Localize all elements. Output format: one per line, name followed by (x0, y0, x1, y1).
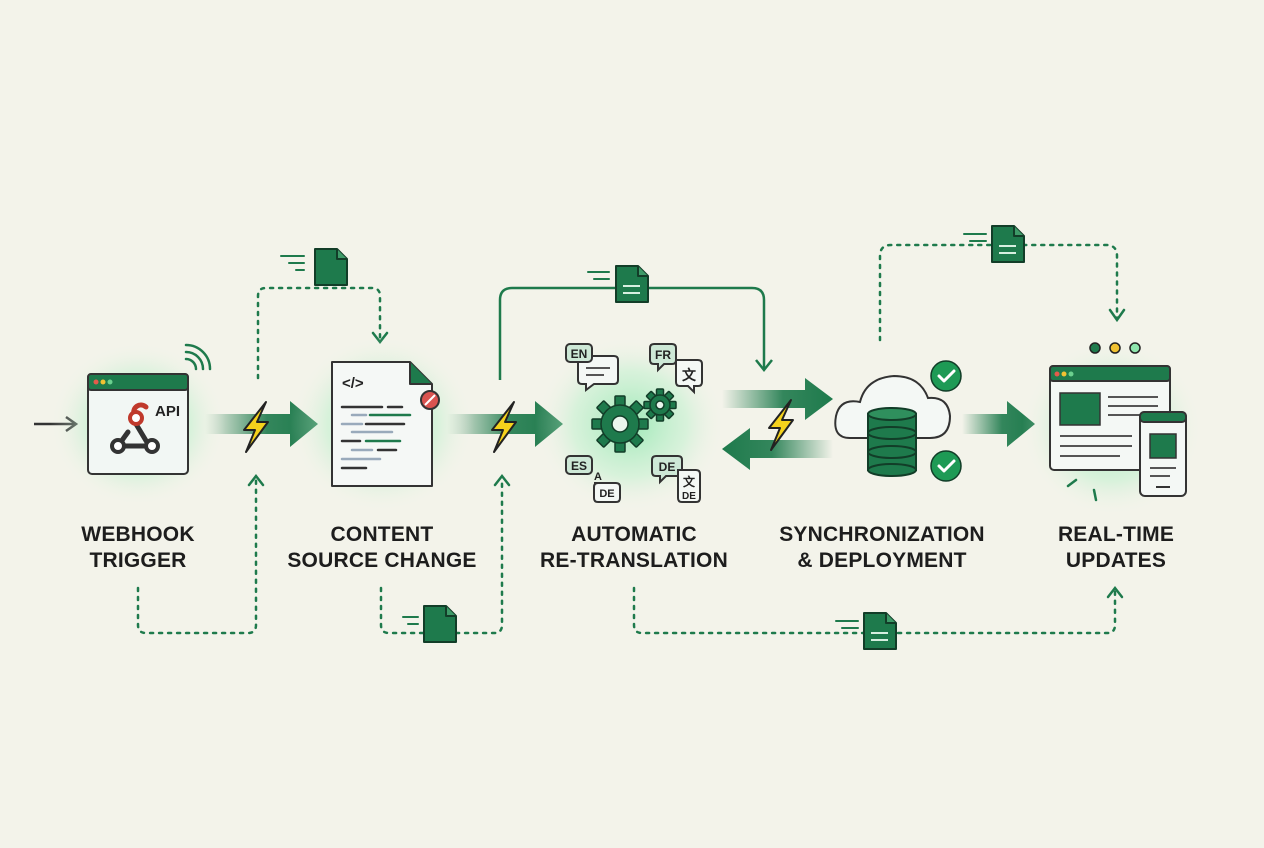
document-icon (835, 612, 897, 650)
flow-arrow-1 (205, 401, 318, 453)
code-tag: </> (342, 375, 364, 392)
lang-en-label: EN (571, 347, 588, 361)
step-label-line1: AUTOMATIC (571, 523, 697, 546)
error-badge-icon (420, 390, 440, 410)
language-bubble-icon: EN (565, 343, 619, 392)
lang-es-label: ES (571, 459, 587, 473)
checkmark-icon (930, 450, 962, 482)
lang-fr-label: FR (655, 348, 671, 362)
step-label-line1: REAL-TIME (1057, 523, 1175, 546)
flow-arrow-4 (962, 401, 1035, 447)
language-bubble-icon: ES A DE (565, 455, 621, 503)
step-label-line1: WEBHOOK (81, 523, 195, 546)
lang-de-glyph: 文 (683, 474, 696, 489)
flow-arrow-3-back (722, 428, 833, 470)
step-label-line2: RE-TRANSLATION (540, 549, 728, 572)
language-bubble-icon: DE 文 DE (651, 455, 701, 503)
step-label-content-source-change: CONTENT SOURCE CHANGE (262, 522, 502, 574)
lightning-bolt-icon (491, 401, 517, 453)
content-source-step: </> (290, 336, 474, 512)
lightning-bolt-icon (243, 401, 269, 453)
step-label-line2: UPDATES (1065, 549, 1167, 572)
step-label-line2: & DEPLOYMENT (797, 549, 967, 572)
status-dots (1089, 342, 1141, 354)
lang-de-de-label: DE (682, 491, 696, 502)
lang-fr-glyph: 文 (682, 367, 697, 383)
flow-arrow-3-forward (722, 378, 833, 420)
code-document-icon: </> (331, 361, 433, 487)
webhook-window-icon: API (87, 373, 189, 475)
mobile-phone-icon (1139, 411, 1187, 497)
lang-es-de-label: DE (599, 488, 614, 500)
checkmark-icon (930, 360, 962, 392)
step-label-line1: CONTENT (330, 523, 434, 546)
lang-de-label: DE (659, 460, 676, 474)
cloud-database-icon (834, 374, 952, 477)
realtime-step (1022, 340, 1202, 516)
document-icon (402, 605, 457, 643)
step-label-synchronization-deployment: SYNCHRONIZATION & DEPLOYMENT (762, 522, 1002, 574)
step-label-line2: TRIGGER (89, 549, 187, 572)
step-label-line1: SYNCHRONIZATION (779, 523, 985, 546)
wifi-signal-icon (184, 343, 212, 371)
step-label-automatic-re-translation: AUTOMATIC RE-TRANSLATION (514, 522, 754, 574)
gears-icon (591, 388, 677, 453)
document-icon (963, 225, 1025, 263)
document-icon (280, 248, 348, 286)
step-label-webhook-trigger: WEBHOOK TRIGGER (18, 522, 258, 574)
flow-arrow-2 (447, 401, 563, 453)
language-bubble-icon: FR 文 (649, 343, 703, 395)
sync-step (834, 360, 962, 482)
dotted-connector-1-bottom (136, 476, 258, 635)
lang-es-glyph: A (594, 471, 602, 483)
step-label-real-time-updates: REAL-TIME UPDATES (996, 522, 1236, 574)
step-label-line2: SOURCE CHANGE (287, 549, 477, 572)
signal-sparks (1066, 478, 1098, 502)
document-icon (587, 265, 649, 303)
dotted-connector-1-top (256, 286, 382, 380)
translation-step: EN FR 文 ES A DE DE 文 DE (535, 336, 725, 512)
api-badge: API (155, 403, 180, 420)
webhook-step: API (50, 342, 226, 506)
